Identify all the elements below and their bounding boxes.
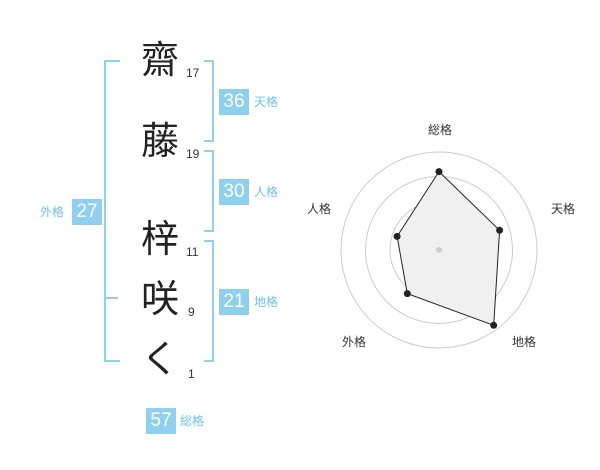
tenkaku-label: 天格 <box>254 95 279 109</box>
name-char-2: 藤 <box>140 119 179 163</box>
name-char-5: く <box>140 337 179 381</box>
radar-rings <box>340 151 538 349</box>
radar-point-3 <box>403 290 411 298</box>
radar-polygon <box>396 170 501 327</box>
radar-axis-label-2: 地格 <box>512 334 536 349</box>
gaikaku-bracket <box>104 60 120 362</box>
radar-ring-2 <box>389 200 489 300</box>
chikaku-bracket <box>204 240 214 362</box>
stroke-count-3: 11 <box>186 245 199 259</box>
radar-axis-label-0: 総格 <box>428 122 452 137</box>
radar-point-1 <box>496 226 504 234</box>
jinkaku-value: 30 <box>219 179 249 205</box>
stroke-count-1: 17 <box>186 66 200 80</box>
chikaku-value: 21 <box>219 289 249 315</box>
radar-ring-3 <box>365 176 513 324</box>
radar-center-dot <box>436 247 442 253</box>
radar-point-4 <box>393 232 401 240</box>
gaikaku-connector <box>104 297 118 299</box>
soukaku-value: 57 <box>146 408 176 434</box>
gaikaku-label: 外格 <box>40 205 65 219</box>
stroke-count-4: 9 <box>188 305 195 319</box>
chikaku-label: 地格 <box>254 295 279 309</box>
radar-point-0 <box>435 168 443 176</box>
tenkaku-bracket <box>204 60 214 142</box>
radar-ring-1 <box>414 225 464 275</box>
name-char-4: 咲 <box>140 277 179 321</box>
radar-axis-label-1: 天格 <box>551 201 575 216</box>
jinkaku-bracket <box>204 150 214 232</box>
soukaku-label: 総格 <box>180 414 205 428</box>
tenkaku-value: 36 <box>219 89 249 115</box>
radar-axis-label-4: 人格 <box>307 201 331 216</box>
jinkaku-label: 人格 <box>254 185 279 199</box>
name-char-3: 梓 <box>140 217 179 261</box>
radar-point-2 <box>490 321 498 329</box>
gaikaku-value: 27 <box>72 199 102 225</box>
stroke-count-5: 1 <box>188 367 195 381</box>
radar-ring-4 <box>340 151 538 349</box>
radar-axis-label-3: 外格 <box>342 334 366 349</box>
stroke-count-2: 19 <box>186 147 200 161</box>
name-char-1: 齋 <box>140 38 179 82</box>
radar-points <box>393 168 504 329</box>
